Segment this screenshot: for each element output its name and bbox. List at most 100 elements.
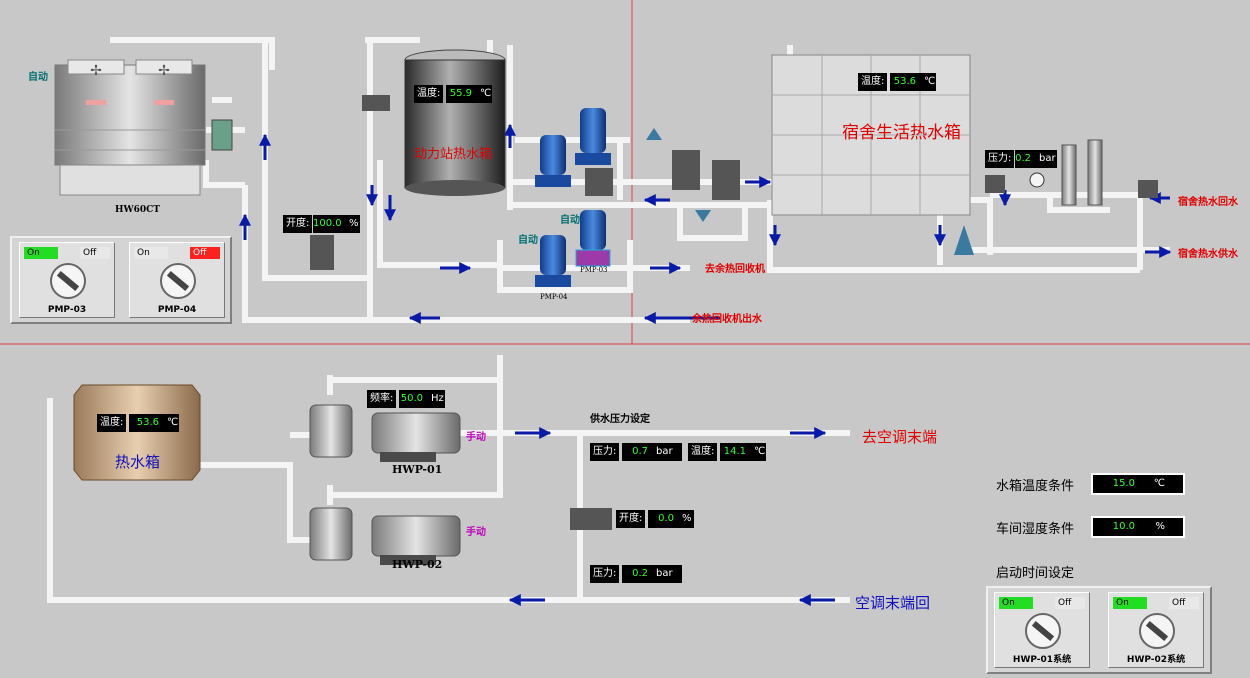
- readout-value: 14.1: [720, 443, 750, 461]
- off-indicator[interactable]: Off: [80, 247, 110, 259]
- off-indicator[interactable]: Off: [1169, 597, 1199, 609]
- manual-label-hwp-02: 手动: [466, 527, 486, 538]
- readout-unit: %: [678, 510, 694, 528]
- pump-hwp-01[interactable]: [309, 404, 461, 462]
- cooling-tower-filter[interactable]: [211, 119, 233, 151]
- valve-dorm-actuator-1[interactable]: [985, 175, 1005, 193]
- readout-unit: bar: [652, 443, 682, 461]
- supply-temp-readout: 温度: 14.1 ℃: [688, 443, 766, 461]
- bypass-opening-readout: 开度: 0.0 %: [616, 510, 694, 528]
- from-heat-recovery-label: 余热回收机出水: [692, 314, 762, 325]
- power-station-tank[interactable]: [404, 49, 506, 196]
- pump-blue-1[interactable]: [535, 135, 571, 187]
- condition-value[interactable]: 10.0: [1112, 521, 1135, 532]
- off-indicator[interactable]: Off: [190, 247, 220, 259]
- supply-pressure-setting-label[interactable]: 供水压力设定: [590, 414, 650, 425]
- readout-label: 开度:: [283, 215, 313, 233]
- switch-caption: HWP-01系统: [1012, 655, 1072, 665]
- readout-unit: bar: [1035, 150, 1057, 168]
- readout-value: 53.6: [129, 414, 163, 432]
- on-indicator[interactable]: On: [1113, 597, 1147, 609]
- hot-tank-label: 热水箱: [115, 453, 161, 471]
- pmp-03-tag: PMP-03: [580, 266, 608, 274]
- pump-pmp-04[interactable]: [535, 235, 571, 287]
- readout-unit: Hz: [427, 390, 445, 408]
- booster-pumps[interactable]: [1061, 139, 1103, 206]
- condition-unit: ℃: [1153, 478, 1165, 489]
- switch-knob-icon[interactable]: [1025, 613, 1061, 649]
- pmp-04-switch[interactable]: On Off PMP-04: [129, 242, 225, 318]
- cooling-tower-label: HW60CT: [115, 205, 160, 215]
- readout-label: 温度:: [97, 414, 127, 432]
- on-indicator[interactable]: On: [999, 597, 1033, 609]
- hot-water-tank[interactable]: [73, 384, 201, 481]
- dorm-tank-label: 宿舍生活热水箱: [842, 123, 961, 143]
- condition-value[interactable]: 15.0: [1112, 478, 1135, 489]
- manual-label-hwp-01: 手动: [466, 432, 486, 443]
- valve-cooling[interactable]: [310, 235, 334, 270]
- readout-value: 50.0: [399, 390, 427, 408]
- return-pressure-readout: 压力: 0.2 bar: [590, 565, 682, 583]
- power-tank-label: 动力站热水箱: [414, 147, 493, 162]
- valve-dorm-actuator-2[interactable]: [1138, 180, 1158, 198]
- on-indicator[interactable]: On: [24, 247, 58, 259]
- hwp-01-system-switch[interactable]: On Off HWP-01系统: [994, 592, 1090, 668]
- readout-label: 频率:: [367, 390, 397, 408]
- pmp-04-tag: PMP-04: [540, 293, 568, 301]
- readout-value: 0.2: [1015, 150, 1035, 168]
- readout-value: 100.0: [313, 215, 345, 233]
- valve-return-2[interactable]: [712, 160, 740, 200]
- switch-caption: HWP-02系统: [1126, 655, 1186, 665]
- valve-gate-2[interactable]: [695, 210, 711, 222]
- readout-value: 0.0: [648, 510, 678, 528]
- switch-knob-icon[interactable]: [1139, 613, 1175, 649]
- valve-gate-1[interactable]: [646, 128, 662, 140]
- pump-blue-2[interactable]: [575, 108, 611, 165]
- pipes-upper: [110, 37, 1170, 323]
- tank-temp-condition-field[interactable]: 15.0 ℃: [1091, 473, 1185, 495]
- ac-end-return-label: 空调末端回: [855, 594, 931, 612]
- svg-text:✢: ✢: [158, 63, 170, 79]
- readout-unit: ℃: [920, 73, 936, 91]
- valve-bypass[interactable]: [570, 508, 612, 530]
- shop-humidity-condition-field[interactable]: 10.0 %: [1091, 516, 1185, 538]
- cooling-tower[interactable]: ✢ ✢: [54, 59, 206, 196]
- pump-hwp-02[interactable]: [309, 507, 461, 565]
- readout-label: 温度:: [414, 85, 444, 103]
- readout-value: 0.2: [622, 565, 652, 583]
- readout-label: 温度:: [858, 73, 888, 91]
- readout-unit: ℃: [750, 443, 766, 461]
- hwp-02-system-switch[interactable]: On Off HWP-02系统: [1108, 592, 1204, 668]
- pmp-switch-panel: On Off PMP-03 On Off PMP-04: [10, 236, 232, 324]
- switch-knob-icon[interactable]: [50, 263, 86, 299]
- switch-caption: PMP-03: [47, 305, 87, 315]
- pmp-03-switch[interactable]: On Off PMP-03: [19, 242, 115, 318]
- readout-value: 53.6: [890, 73, 920, 91]
- on-indicator[interactable]: On: [134, 247, 168, 259]
- pump-pmp-03[interactable]: [575, 210, 611, 267]
- switch-knob-icon[interactable]: [160, 263, 196, 299]
- pressure-gauge: [1029, 172, 1045, 188]
- readout-unit: ℃: [476, 85, 492, 103]
- valve-power-tank[interactable]: [362, 95, 390, 111]
- valve-pmp03-line[interactable]: [585, 168, 613, 196]
- pipes-lower: [47, 355, 850, 603]
- readout-unit: ℃: [163, 414, 179, 432]
- supply-pressure-readout: 压力: 0.7 bar: [590, 443, 682, 461]
- valve-opening-readout: 开度: 100.0 %: [283, 215, 360, 233]
- valve-dorm-gate[interactable]: [954, 225, 974, 255]
- start-time-setting-label[interactable]: 启动时间设定: [996, 566, 1075, 581]
- dorm-return-label: 宿舍热水回水: [1178, 197, 1238, 208]
- readout-unit: bar: [652, 565, 682, 583]
- readout-value: 0.7: [622, 443, 652, 461]
- frequency-readout: 频率: 50.0 Hz: [367, 390, 445, 408]
- valve-return-1[interactable]: [672, 150, 700, 190]
- off-indicator[interactable]: Off: [1055, 597, 1085, 609]
- tank-temp-condition-label: 水箱温度条件: [996, 479, 1075, 494]
- auto-label-cooling-tower: 自动: [28, 72, 48, 83]
- auto-label-pmp-03: 自动: [560, 215, 580, 226]
- switch-caption: PMP-04: [157, 305, 197, 315]
- readout-label: 开度:: [616, 510, 646, 528]
- shop-humidity-condition-label: 车间湿度条件: [996, 522, 1075, 537]
- dorm-pressure-readout: 压力: 0.2 bar: [985, 150, 1057, 168]
